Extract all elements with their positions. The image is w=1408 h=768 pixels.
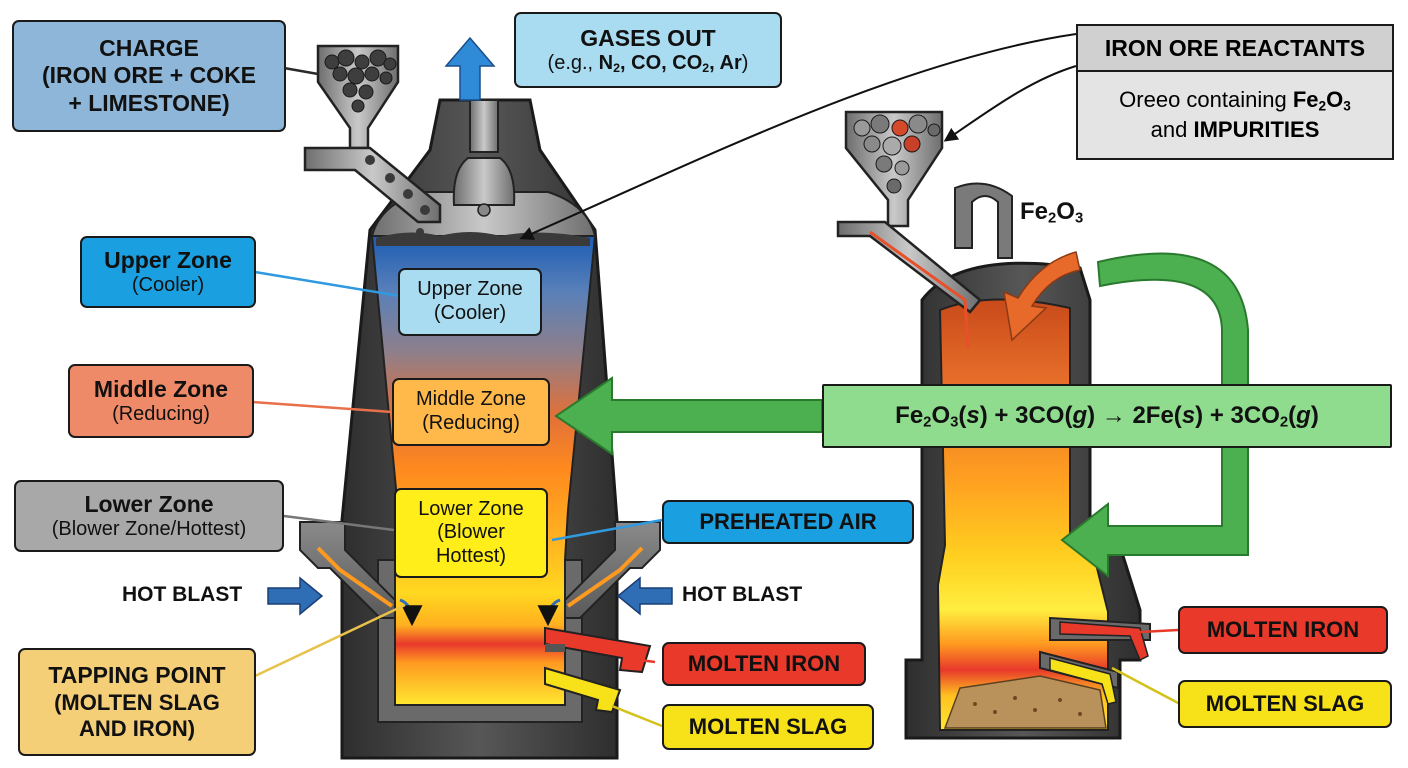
upper-zone-inside-sub: (Cooler)	[433, 302, 507, 324]
charge-label: CHARGE (IRON ORE + COKE + LIMESTONE)	[12, 20, 286, 132]
molten-slag-left-text: MOLTEN SLAG	[688, 714, 848, 740]
lower-zone-inside-line1: Lower Zone	[418, 497, 524, 520]
reactants-pointer-to-left	[519, 33, 1077, 240]
gases-out-title: GASES OUT	[580, 24, 716, 51]
reactants-line2: and IMPURITIES	[1150, 117, 1320, 142]
iron-ore-reactants-text: Oreeo containing Fe2O3 and IMPURITIES	[1078, 72, 1392, 158]
middle-zone-outside-sub: (Reducing)	[112, 402, 210, 425]
middle-zone-inside-title: Middle Zone	[415, 388, 527, 411]
upper-zone-inside-label: Upper Zone (Cooler)	[398, 268, 542, 336]
molten-iron-right-text: MOLTEN IRON	[1206, 617, 1360, 643]
upper-zone-outside-title: Upper Zone	[104, 246, 232, 273]
lower-zone-inside-line2: (Blower	[437, 521, 505, 544]
lower-zone-inside-label: Lower Zone (Blower Hottest)	[394, 488, 548, 578]
bell-icon	[452, 157, 516, 206]
upper-zone-inside-title: Upper Zone	[417, 278, 523, 301]
tapping-point-line2: (MOLTEN SLAG	[54, 689, 220, 715]
reactants-line1: Oreeo containing Fe2O3	[1119, 87, 1351, 114]
tapping-point-line1: TAPPING POINT	[48, 662, 226, 689]
hot-blast-left-label: HOT BLAST	[122, 583, 243, 606]
slag-tap-pipe	[544, 666, 622, 714]
upper-zone-outside-label: Upper Zone (Cooler)	[80, 236, 256, 308]
reaction-equation-box: Fe2O3(s) + 3CO(g) → 2Fe(s) + 3CO2(g)	[822, 384, 1392, 448]
fe2o3-label: Fe2O3	[1020, 198, 1084, 227]
middle-zone-outside-title: Middle Zone	[93, 375, 229, 402]
gases-out-label: GASES OUT (e.g., N2, CO, CO2, Ar)	[514, 12, 782, 88]
charge-line3: + LIMESTONE)	[68, 89, 230, 116]
right-slag-pipe	[1049, 657, 1117, 705]
left-tuyere	[299, 521, 423, 627]
right-tuyere	[537, 521, 661, 627]
molten-slag-left-label: MOLTEN SLAG	[662, 704, 874, 750]
preheated-air-text: PREHEATED AIR	[699, 509, 877, 535]
hot-blast-right-label: HOT BLAST	[682, 583, 803, 606]
charge-line2: (IRON ORE + COKE	[41, 62, 257, 89]
upper-zone-outside-sub: (Cooler)	[131, 273, 205, 296]
lower-zone-outside-sub: (Blower Zone/Hottest)	[51, 517, 247, 540]
gases-out-formula: (e.g., N2, CO, CO2, Ar)	[547, 51, 749, 75]
charge-line1: CHARGE	[99, 35, 199, 62]
molten-slag-right-text: MOLTEN SLAG	[1205, 691, 1365, 717]
charge-chute	[303, 146, 442, 224]
preheated-air-label: PREHEATED AIR	[662, 500, 914, 544]
gases-out-arrow	[444, 36, 496, 101]
iron-ore-reactants-box: IRON ORE REACTANTS Oreeo containing Fe2O…	[1076, 24, 1394, 160]
molten-slag-right-label: MOLTEN SLAG	[1178, 680, 1392, 728]
left-furnace	[299, 44, 661, 760]
equation-loop-arrow	[1060, 252, 1249, 579]
fe2o3-curved-arrow	[1003, 251, 1081, 342]
middle-zone-inside-sub: (Reducing)	[422, 412, 520, 434]
molten-iron-right-label: MOLTEN IRON	[1178, 606, 1388, 654]
molten-iron-left-label: MOLTEN IRON	[662, 642, 866, 686]
lower-zone-outside-label: Lower Zone (Blower Zone/Hottest)	[14, 480, 284, 552]
lower-zone-inside-line3: Hottest)	[435, 544, 507, 567]
tapping-point-label: TAPPING POINT (MOLTEN SLAG AND IRON)	[18, 648, 256, 756]
lower-zone-outside-title: Lower Zone	[84, 490, 214, 517]
molten-iron-left-text: MOLTEN IRON	[687, 651, 841, 677]
right-iron-pipe	[1059, 621, 1149, 662]
hot-blast-right-arrow	[616, 576, 673, 616]
reactants-pointer-to-right	[943, 65, 1077, 142]
hot-blast-left-arrow	[267, 576, 324, 616]
tapping-point-line3: AND IRON)	[78, 715, 196, 741]
equation-left-arrow	[554, 376, 823, 456]
reaction-equation-text: Fe2O3(s) + 3CO(g) → 2Fe(s) + 3CO2(g)	[895, 401, 1319, 431]
iron-ore-reactants-header: IRON ORE REACTANTS	[1078, 26, 1392, 72]
middle-zone-inside-label: Middle Zone (Reducing)	[392, 378, 550, 446]
middle-zone-outside-label: Middle Zone (Reducing)	[68, 364, 254, 438]
